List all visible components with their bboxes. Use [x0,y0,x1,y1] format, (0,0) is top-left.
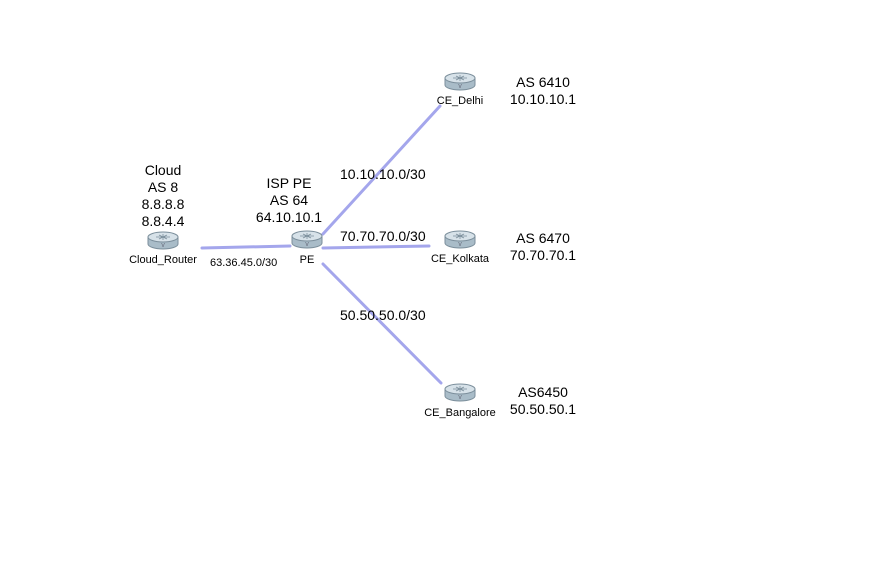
router-icon[interactable]: V [443,72,477,92]
cloud-router-label: Cloud_Router [129,254,197,266]
link-cloud-pe-label: 63.36.45.0/30 [210,257,278,269]
bangalore-note: AS6450 50.50.50.1 [503,384,583,418]
delhi-note-line: 10.10.10.1 [509,91,577,107]
router-icon[interactable]: V [443,383,477,403]
router-icon[interactable]: V [146,231,180,251]
link-cloud-pe[interactable] [200,244,292,250]
pe-router-label: PE [299,254,315,266]
delhi-note-line: AS 6410 [516,74,570,90]
delhi-note: AS 6410 10.10.10.1 [503,74,583,108]
link-pe-bangalore[interactable] [321,262,443,385]
svg-text:V: V [458,242,462,248]
ce-kolkata-label: CE_Kolkata [430,253,490,265]
ce-bangalore-label: CE_Bangalore [424,407,496,419]
link-pe-delhi-label: 10.10.10.0/30 [340,166,426,182]
isp-pe-note: ISP PE AS 64 64.10.10.1 [249,175,329,226]
bangalore-note-line: AS6450 [518,384,568,400]
svg-text:V: V [458,395,462,401]
isp-pe-note-line: 64.10.10.1 [255,209,323,225]
link-pe-delhi[interactable] [321,104,442,236]
link-pe-bangalore-label: 50.50.50.0/30 [340,307,426,323]
svg-text:V: V [305,242,309,248]
isp-pe-note-line: AS 64 [269,192,309,208]
router-icon[interactable]: V [443,230,477,250]
cloud-note-line: 8.8.4.4 [141,213,185,229]
cloud-note: Cloud AS 8 8.8.8.8 8.8.4.4 [123,162,203,230]
svg-text:V: V [458,84,462,90]
kolkata-note-line: AS 6470 [516,230,570,246]
bangalore-note-line: 50.50.50.1 [509,401,577,417]
cloud-note-line: Cloud [144,162,182,178]
isp-pe-note-line: ISP PE [266,175,312,191]
cloud-note-line: 8.8.8.8 [141,196,185,212]
link-pe-kolkata-label: 70.70.70.0/30 [340,228,426,244]
ce-delhi-label: CE_Delhi [436,95,484,107]
router-icon[interactable]: V [290,230,324,250]
cloud-note-line: AS 8 [147,179,179,195]
svg-text:V: V [161,243,165,249]
kolkata-note: AS 6470 70.70.70.1 [503,230,583,264]
link-pe-kolkata[interactable] [321,244,431,250]
links [200,104,443,385]
kolkata-note-line: 70.70.70.1 [509,247,577,263]
